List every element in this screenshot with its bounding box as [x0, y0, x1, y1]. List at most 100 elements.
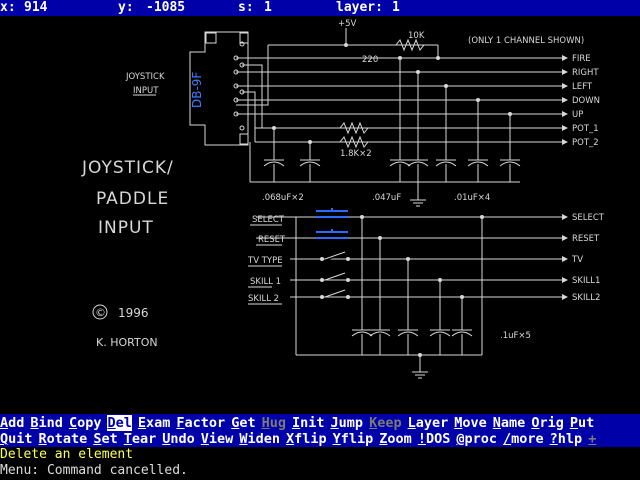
message-text: Command cancelled. — [46, 463, 188, 478]
menu-hotkey: Z — [379, 431, 388, 447]
menu-label: ndo — [170, 431, 195, 447]
menu-hotkey: D — [107, 415, 116, 431]
layer-value: 1 — [392, 0, 400, 15]
menu-label: et — [239, 415, 256, 431]
message-label: Menu: — [0, 463, 40, 478]
menu-item-tear[interactable]: Tear — [124, 431, 157, 447]
menu-hotkey: K — [369, 415, 378, 431]
menu-item-exam[interactable]: Exam — [138, 415, 171, 431]
capacitor-row-1 — [263, 159, 521, 167]
menu-hotkey: V — [200, 431, 209, 447]
x-coord-label: x: — [0, 0, 16, 15]
menu-hotkey: Q — [0, 431, 9, 447]
menu-item-dos[interactable]: !DOS — [418, 431, 451, 447]
menu-hotkey: E — [137, 415, 147, 431]
menu-label: opy — [77, 415, 102, 431]
menu-item-set[interactable]: Set — [93, 431, 117, 447]
menu-item-proc[interactable]: @proc — [456, 431, 497, 447]
menu-item-bind[interactable]: Bind — [30, 415, 63, 431]
menu-hotkey: H — [261, 415, 270, 431]
output-skill1: SKILL1 — [572, 276, 600, 286]
menu-hotkey: M — [454, 415, 463, 431]
menu-item-keep: Keep — [369, 415, 402, 431]
copyright-symbol: © — [95, 306, 106, 319]
menu-hotkey: I — [292, 415, 301, 431]
menu-item-undo[interactable]: Undo — [162, 431, 195, 447]
resistor-220-label: 220 — [362, 55, 378, 65]
message-line: Menu: Command cancelled. — [0, 463, 640, 479]
cap-1-label: .1uF×5 — [500, 331, 531, 341]
snap-label: s: — [238, 0, 254, 15]
menu-item-add[interactable]: Add — [0, 415, 24, 431]
menu-label: xam — [146, 415, 171, 431]
menu-hotkey: F — [176, 415, 185, 431]
output-up: UP — [572, 110, 583, 120]
menu-label: nit — [300, 415, 325, 431]
switch-skill2-label: SKILL 2 — [248, 294, 279, 304]
menu-item-zoom[interactable]: Zoom — [379, 431, 412, 447]
menu-item-orig[interactable]: Orig — [531, 415, 564, 431]
menu-label: proc — [464, 431, 497, 447]
menu-label: actor — [184, 415, 226, 431]
menu-hotkey: U — [162, 431, 171, 447]
menu-hotkey: C — [68, 415, 78, 431]
menu-label: DOS — [425, 431, 451, 447]
output-left: LEFT — [572, 82, 593, 92]
title-line-1: JOYSTICK/ — [81, 158, 174, 178]
snap-value: 1 — [264, 0, 272, 15]
menu-item-move[interactable]: Move — [454, 415, 487, 431]
cap-068-label: .068uF×2 — [262, 193, 304, 203]
menu-label: ear — [131, 431, 157, 447]
menu-item-get[interactable]: Get — [231, 415, 255, 431]
output-fire: FIRE — [572, 54, 591, 64]
title-line-3: INPUT — [98, 218, 154, 238]
menu-hotkey: J — [330, 415, 339, 431]
menu-hotkey: G — [231, 415, 240, 431]
menu-hotkey: P — [569, 415, 578, 431]
menu-item-widen[interactable]: Widen — [239, 431, 280, 447]
menu-label: el — [115, 415, 132, 431]
menu-label: flip — [294, 431, 327, 447]
menu-label: ind — [38, 415, 63, 431]
menu-item-copy[interactable]: Copy — [69, 415, 102, 431]
menu-item-xflip[interactable]: Xflip — [286, 431, 327, 447]
output-reset: RESET — [572, 234, 600, 244]
menu-hotkey: X — [285, 431, 295, 447]
joystick-input-label: INPUT — [133, 86, 159, 96]
menu-item-put[interactable]: Put — [570, 415, 594, 431]
menu-item-hlp[interactable]: ?hlp — [550, 431, 583, 447]
vcc-label: +5V — [338, 19, 357, 29]
output-right: RIGHT — [572, 68, 599, 78]
menu-item-more[interactable]: /more — [503, 431, 544, 447]
menu-hotkey: S — [93, 431, 102, 447]
menu-label: flip — [340, 431, 374, 447]
menu-label: hlp — [557, 431, 583, 447]
menu-item-quit[interactable]: Quit — [0, 431, 33, 447]
y-coord-value: -1085 — [146, 0, 186, 15]
menu-item-rotate[interactable]: Rotate — [39, 431, 88, 447]
output-select: SELECT — [572, 213, 605, 223]
menu-hotkey: ? — [549, 431, 558, 447]
output-tv: TV — [571, 255, 583, 265]
menu-label: iew — [208, 431, 234, 447]
menu-item-name[interactable]: Name — [493, 415, 526, 431]
menu-item-del[interactable]: Del — [107, 415, 132, 431]
menu-hotkey: R — [38, 431, 47, 447]
menu-item-jump[interactable]: Jump — [331, 415, 364, 431]
menu-item-: + — [588, 431, 596, 447]
menu-item-view[interactable]: View — [201, 431, 234, 447]
capacitor-row-2 — [351, 329, 473, 337]
menu-item-init[interactable]: Init — [292, 415, 325, 431]
menu-hotkey: T — [123, 431, 132, 447]
menu-hotkey: ! — [417, 431, 426, 447]
y-coord-label: y: — [118, 0, 134, 15]
menu-item-layer[interactable]: Layer — [408, 415, 449, 431]
menu-item-factor[interactable]: Factor — [176, 415, 225, 431]
drawing-canvas[interactable]: DB-9F JOYSTICK INPUT +5V 10K 220 (ONLY 1… — [0, 16, 640, 414]
menu-label: ove — [462, 415, 487, 431]
switch-tvtype-label: TV TYPE — [247, 256, 283, 266]
command-hint: Delete an element — [0, 447, 640, 463]
menu-item-yflip[interactable]: Yflip — [333, 431, 374, 447]
